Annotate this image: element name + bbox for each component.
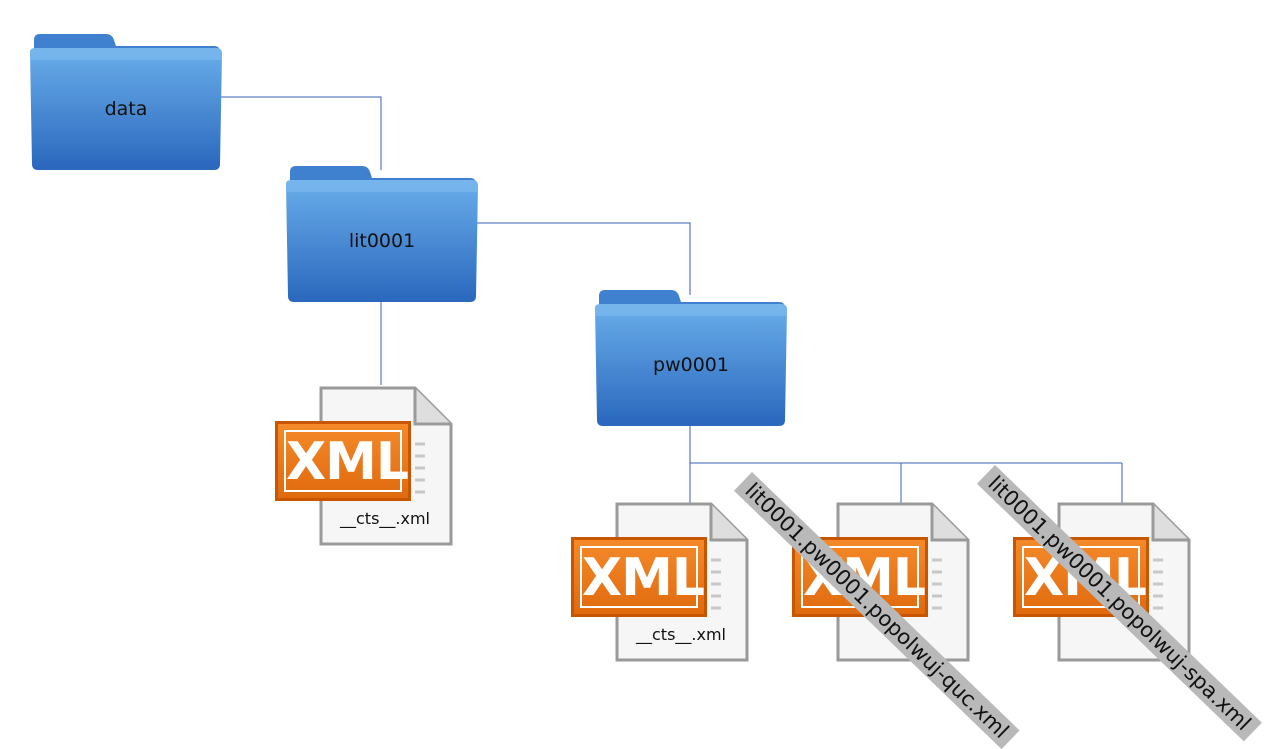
- folder-data[interactable]: data: [28, 34, 224, 170]
- connector-lines: [221, 96, 1123, 512]
- connector-pw0001-files: [689, 425, 1122, 464]
- folder-label: data: [104, 98, 148, 120]
- xml-badge-text: XML: [580, 546, 705, 608]
- folder-icon: [595, 290, 787, 426]
- file-popolwuj-quc[interactable]: XML: [792, 500, 972, 668]
- file-tree-diagram: data lit0001 pw0001: [28, 34, 1263, 749]
- folder-label: lit0001: [348, 230, 416, 252]
- file-caption: __cts__.xml: [340, 509, 430, 528]
- xml-badge: XML: [571, 537, 707, 617]
- file-caption: __cts__.xml: [636, 625, 726, 644]
- folder-lit0001[interactable]: lit0001: [284, 166, 480, 302]
- xml-badge: XML: [275, 421, 411, 501]
- folder-pw0001[interactable]: pw0001: [593, 290, 789, 426]
- connector-data-lit0001: [221, 96, 382, 170]
- folder-icon: [30, 34, 222, 170]
- file-cts-root[interactable]: XML __cts__.xml: [275, 384, 455, 552]
- file-cts-pw0001[interactable]: XML __cts__.xml: [571, 500, 751, 668]
- xml-badge-text: XML: [284, 430, 409, 492]
- connector-lit0001-pw0001: [476, 222, 691, 295]
- folder-icon: [286, 166, 478, 302]
- folder-label: pw0001: [653, 354, 729, 376]
